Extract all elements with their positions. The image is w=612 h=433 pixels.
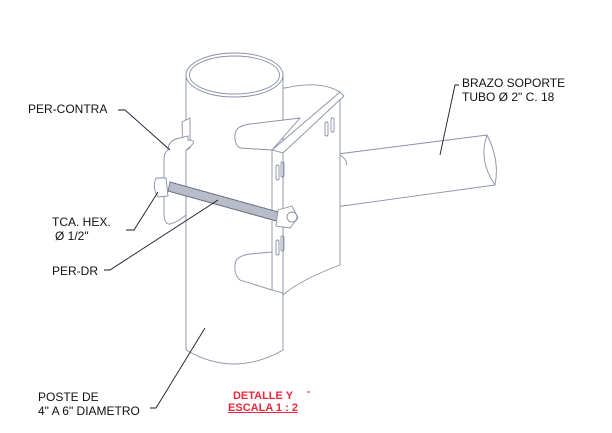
label-per-contra: PER-CONTRA [28, 102, 108, 116]
label-tca-hex: TCA. HEX. [52, 215, 111, 229]
label-tubo: TUBO Ø 2" C. 18 [462, 90, 555, 104]
per-dr-bracket [234, 84, 345, 296]
label-per-dr: PER-DR [52, 264, 99, 278]
title-block: DETALLE Y ESCALA 1 : 2 [205, 390, 321, 414]
title-line1: DETALLE Y [232, 390, 294, 402]
label-poste: POSTE DE [38, 390, 99, 404]
threaded-rod [153, 177, 299, 229]
per-contra-plate [163, 117, 194, 225]
leader-lines [104, 84, 459, 409]
title-line2: ESCALA 1 : 2 [228, 402, 298, 414]
label-brazo-soporte: BRAZO SOPORTE [462, 76, 566, 90]
label-poste-diametro: 4" A 6" DIAMETRO [38, 404, 140, 418]
label-diameter: Ø 1/2" [55, 229, 89, 243]
